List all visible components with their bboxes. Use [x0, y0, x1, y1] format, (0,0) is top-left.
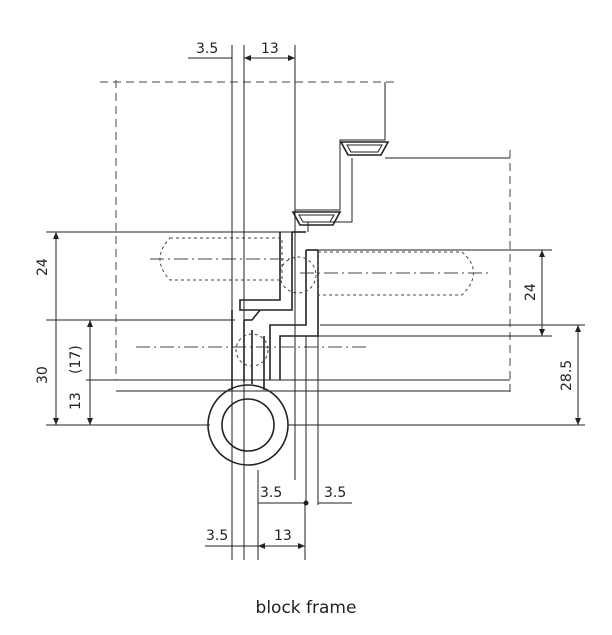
figure-caption: block frame [255, 598, 357, 618]
dimension-lines [46, 45, 585, 560]
dim-bottom-outer-right: 13 [274, 528, 292, 544]
dim-bottom-outer-left: 3.5 [206, 528, 228, 544]
hinge-body [207, 231, 319, 466]
screw-outlines [159, 237, 474, 367]
dim-left-total: 30 [35, 366, 51, 384]
gasket-inserts [291, 141, 390, 226]
dim-right-lower: 28.5 [559, 360, 575, 391]
dim-bottom-inner-right: 3.5 [324, 485, 346, 501]
frame-outline [100, 80, 511, 392]
dim-left-upper: 24 [35, 258, 51, 276]
dim-top-right: 13 [261, 41, 279, 57]
dim-left-middle: (17) [68, 345, 84, 374]
dim-left-lower: 13 [68, 392, 84, 410]
center-lines [136, 258, 490, 348]
dim-bottom-inner-left: 3.5 [260, 485, 282, 501]
dim-right-upper: 24 [523, 283, 539, 301]
dim-top-left: 3.5 [196, 41, 218, 57]
hinge-technical-drawing: 3.5 13 24 (17) 30 13 24 28.5 3.5 3.5 3.5… [35, 41, 585, 560]
